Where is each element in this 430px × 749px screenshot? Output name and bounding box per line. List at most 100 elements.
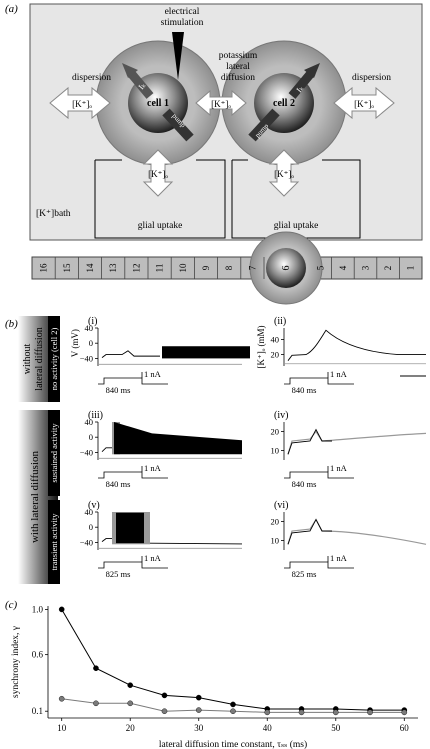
chain-cell-3: 3 (361, 257, 378, 279)
uptake-arrow-left (142, 149, 174, 197)
chain-cell-1: 1 (406, 257, 423, 279)
series-2-point (264, 709, 271, 716)
y-tick-label: 40 (85, 507, 94, 517)
k-out-middle: [K⁺]ₒ (211, 99, 231, 109)
chain-label-3: 3 (361, 265, 371, 270)
v-tail (149, 542, 243, 545)
chain-label-4: 4 (338, 265, 348, 270)
lateral-label-1: potassium (219, 51, 258, 61)
tab-row2 (48, 410, 60, 496)
chain-cell-15: 15 (62, 257, 79, 279)
chain-label-6: 6 (281, 266, 292, 271)
y-tick-label: 10 (271, 446, 280, 456)
row2-sub: sustained activity (49, 423, 59, 483)
k-trace-gray (287, 430, 427, 455)
stimulus-trace (284, 377, 354, 385)
trace-tag: (v) (88, 500, 100, 511)
k-out-right: [K⁺]ₒ (354, 99, 374, 109)
time-label: 840 ms (106, 479, 131, 489)
y-tick-label: 20 (271, 350, 280, 360)
stimulus-trace (98, 561, 168, 569)
row1-main-line2: lateral diffusion (34, 327, 45, 390)
chain-cell-10: 10 (178, 257, 195, 279)
stimulus-trace (98, 377, 168, 385)
series-2-point (230, 708, 236, 715)
k-out-uptake-right: [K⁺]ₒ (274, 169, 294, 179)
ik-label-cell1: Iₖ (137, 80, 148, 91)
v-trace (101, 350, 160, 358)
ik-arrow-cell1: Iₖ (122, 63, 154, 99)
chain-cell-2: 2 (383, 257, 400, 279)
y-tick-label: 20 (271, 517, 280, 527)
chain-cell-8: 8 (224, 257, 242, 279)
row3-sub: transient activity (49, 513, 59, 571)
v-trace (101, 447, 112, 452)
chain-cell-12: 12 (131, 257, 149, 279)
x-axis-label: lateral diffusion time constant, τₛₛ (ms… (159, 739, 307, 749)
chain-label-13: 13 (108, 263, 118, 273)
row1-sub: no activity (cell 2) (49, 328, 59, 391)
glial-bracket-right (231, 159, 361, 239)
series-1-point (58, 606, 65, 613)
y-tick-label: −40 (80, 353, 93, 363)
stim-label-1: electrical (165, 7, 200, 17)
dispersion-arrow-left (49, 86, 111, 120)
dispersion-arrow-right (333, 86, 395, 120)
series-2-point (298, 709, 305, 716)
time-label: 825 ms (292, 569, 317, 579)
y-tick-label: 0.6 (32, 650, 44, 660)
y-tick-label: 0.1 (32, 706, 43, 716)
y-axis-label: synchrony index, γ (11, 626, 21, 698)
electrode-icon (172, 32, 184, 80)
na-label: 1 nA (330, 369, 348, 379)
series-2-point (93, 700, 99, 707)
trace-tag: (ii) (274, 316, 286, 327)
glial-bracket-left (94, 159, 226, 239)
chain-label-5: 5 (315, 265, 325, 270)
na-label: 1 nA (144, 553, 162, 563)
chain-cell-5: 5 (315, 257, 333, 279)
y-tick-label: 10 (271, 536, 280, 546)
trace-tag: (iv) (274, 410, 288, 421)
chain-cell-7: 7 (247, 257, 265, 279)
ik-arrow-cell2: Iₖ (288, 63, 320, 99)
chain-label-16: 16 (39, 263, 49, 273)
row23-main: with lateral diffusion (29, 450, 41, 543)
y-tick-label: 0 (89, 432, 93, 442)
k-trace (287, 518, 332, 545)
na-label: 1 nA (330, 553, 348, 563)
v-axis-label: V (mV) (70, 329, 80, 357)
y-tick-label: 40 (85, 323, 94, 333)
tab-row3 (48, 500, 60, 584)
y-tick-label: 0 (89, 338, 93, 348)
chain-cell-4: 4 (338, 257, 355, 279)
series-1-point (195, 694, 202, 701)
x-tick-label: 60 (400, 723, 410, 733)
y-tick-label: 20 (271, 427, 280, 437)
series-2-point (332, 709, 339, 716)
chain-cell-11: 11 (155, 257, 172, 279)
stim-label-2: stimulation (161, 18, 204, 28)
series-2-point (367, 709, 373, 716)
dispersion-right-label: dispersion (352, 73, 391, 83)
chain-label-12: 12 (131, 264, 141, 273)
lateral-label-3: diffusion (221, 72, 255, 83)
ik-label-cell2: Iₖ (295, 83, 306, 94)
panel-b-label: (b) (5, 318, 18, 330)
panel-a-label: (a) (5, 3, 18, 15)
k-trace (287, 428, 332, 455)
chain-cell-16: 16 (39, 257, 56, 279)
series-2-point (58, 695, 65, 702)
y-tick-label: 1.0 (32, 604, 44, 614)
uptake-arrow-right (268, 149, 300, 197)
series-2-point (127, 700, 134, 707)
chain-cell-13: 13 (108, 257, 126, 279)
